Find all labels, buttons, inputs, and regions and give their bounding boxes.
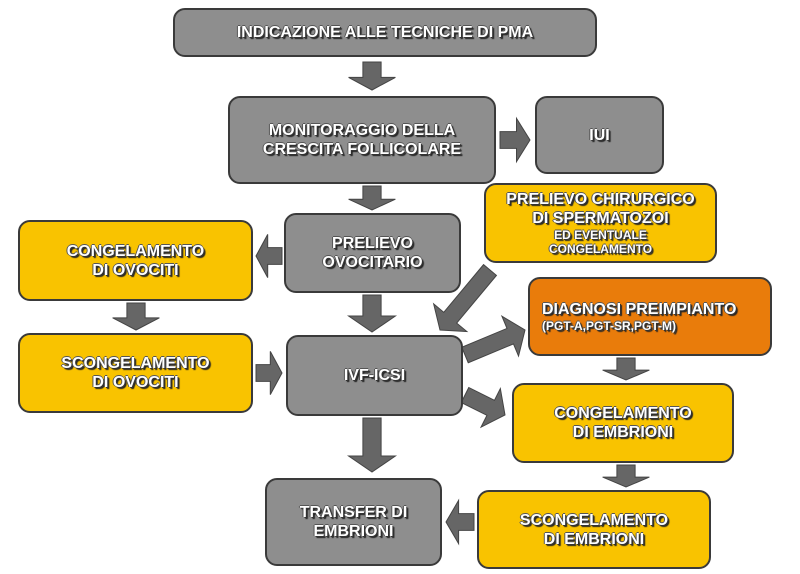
box-text: IUI <box>589 126 610 144</box>
box-text: DI OVOCITI <box>92 261 179 279</box>
box-congelamento-ovociti: CONGELAMENTO DI OVOCITI <box>18 220 253 301</box>
arrow-monitoraggio-prelievo-icon <box>348 185 396 211</box>
box-text: PRELIEVO CHIRURGICO <box>506 191 695 208</box>
box-transfer: TRANSFER DI EMBRIONI <box>265 478 442 566</box>
box-scongelamento-embrioni: SCONGELAMENTO DI EMBRIONI <box>477 490 711 569</box>
box-iui: IUI <box>535 96 664 174</box>
arrow-congelamento-scongelamento-embrioni-icon <box>602 464 650 488</box>
arrow-indicazione-monitoraggio-icon <box>348 61 396 91</box>
arrow-prelievo-ivf-icon <box>346 294 398 333</box>
box-text: DI EMBRIONI <box>543 530 645 548</box>
box-text: ED EVENTUALE <box>554 228 647 242</box>
box-text: DI EMBRIONI <box>572 424 674 441</box>
box-text: MONITORAGGIO DELLA <box>268 122 456 139</box>
box-text: SCONGELAMENTO <box>519 511 669 529</box>
arrow-chirurgico-ivf-icon <box>432 263 498 333</box>
box-text: DI SPERMATOZOI <box>532 210 669 227</box>
box-text: OVOCITARIO <box>322 254 423 271</box>
arrow-ivf-congelamento-icon <box>460 386 506 429</box>
arrow-scongelamento-ivf-icon <box>255 351 283 395</box>
box-indicazione: INDICAZIONE ALLE TECNICHE DI PMA <box>173 8 597 57</box>
box-text: TRANSFER DI <box>299 504 408 521</box>
arrow-scongelamento-transfer-icon <box>445 498 475 546</box>
box-prelievo-chirurgico: PRELIEVO CHIRURGICO DI SPERMATOZOI ED EV… <box>484 183 717 263</box>
box-text: SCONGELAMENTO <box>61 355 210 372</box>
box-prelievo-ovocitario: PRELIEVO OVOCITARIO <box>284 213 461 293</box>
box-text: CRESCITA FOLLICOLARE <box>262 141 462 158</box>
box-text: INDICAZIONE ALLE TECNICHE DI PMA <box>236 24 534 41</box>
arrow-congelamento-scongelamento-icon <box>112 302 160 331</box>
box-text: IVF-ICSI <box>343 367 406 384</box>
box-text: DI OVOCITI <box>92 374 179 391</box>
arrow-ivf-diagnosi-icon <box>461 315 526 364</box>
box-text: CONGELAMENTO <box>554 405 692 422</box>
arrow-ivf-transfer-icon <box>346 417 398 473</box>
box-scongelamento-ovociti: SCONGELAMENTO DI OVOCITI <box>18 333 253 413</box>
box-ivf-icsi: IVF-ICSI <box>286 335 463 416</box>
box-congelamento-embrioni: CONGELAMENTO DI EMBRIONI <box>512 383 734 463</box>
box-text: PRELIEVO <box>332 235 413 252</box>
arrow-prelievo-congelamento-icon <box>255 234 283 278</box>
box-diagnosi: DIAGNOSI PREIMPIANTO (PGT-A,PGT-SR,PGT-M… <box>528 277 772 356</box>
arrow-diagnosi-congelamento-icon <box>602 357 650 381</box>
arrow-monitoraggio-iui-icon <box>499 116 531 164</box>
box-text: CONGELAMENTO <box>66 242 205 260</box>
box-monitoraggio: MONITORAGGIO DELLA CRESCITA FOLLICOLARE <box>228 96 496 184</box>
box-text: EMBRIONI <box>313 523 394 540</box>
box-text: DIAGNOSI PREIMPIANTO <box>542 301 737 318</box>
box-text: (PGT-A,PGT-SR,PGT-M) <box>542 319 676 333</box>
box-text: CONGELAMENTO <box>548 242 653 256</box>
